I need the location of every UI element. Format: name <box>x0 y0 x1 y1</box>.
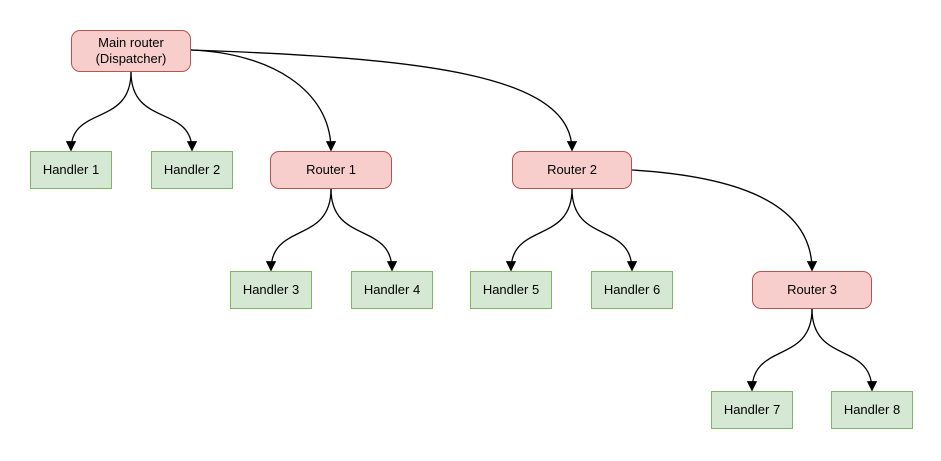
edge-router-2-to-handler-5 <box>505 188 573 272</box>
node-handler-5: Handler 5 <box>470 271 552 309</box>
node-handler-2: Handler 2 <box>151 151 233 189</box>
node-main-router: Main router (Dispatcher) <box>71 30 191 72</box>
edge-main-router-to-router-1 <box>190 49 337 152</box>
node-handler-4: Handler 4 <box>351 271 433 309</box>
node-router-1: Router 1 <box>270 151 392 189</box>
node-handler-8: Handler 8 <box>831 391 913 429</box>
node-handler-7: Handler 7 <box>711 391 793 429</box>
node-router-2: Router 2 <box>512 151 632 189</box>
edge-router-3-to-handler-8 <box>811 308 878 392</box>
edge-router-2-to-handler-6 <box>571 188 638 272</box>
edge-router-3-to-handler-7 <box>746 308 813 392</box>
edge-router-2-to-router-3 <box>631 169 818 272</box>
edge-main-router-to-router-2 <box>190 49 578 152</box>
edge-router-1-to-handler-3 <box>265 188 332 272</box>
node-handler-1: Handler 1 <box>30 151 112 189</box>
node-handler-3: Handler 3 <box>230 271 312 309</box>
edge-router-1-to-handler-4 <box>330 188 398 272</box>
node-router-3: Router 3 <box>752 271 872 309</box>
node-handler-6: Handler 6 <box>591 271 673 309</box>
edge-main-router-to-handler-2 <box>130 71 198 152</box>
edge-main-router-to-handler-1 <box>65 71 132 152</box>
